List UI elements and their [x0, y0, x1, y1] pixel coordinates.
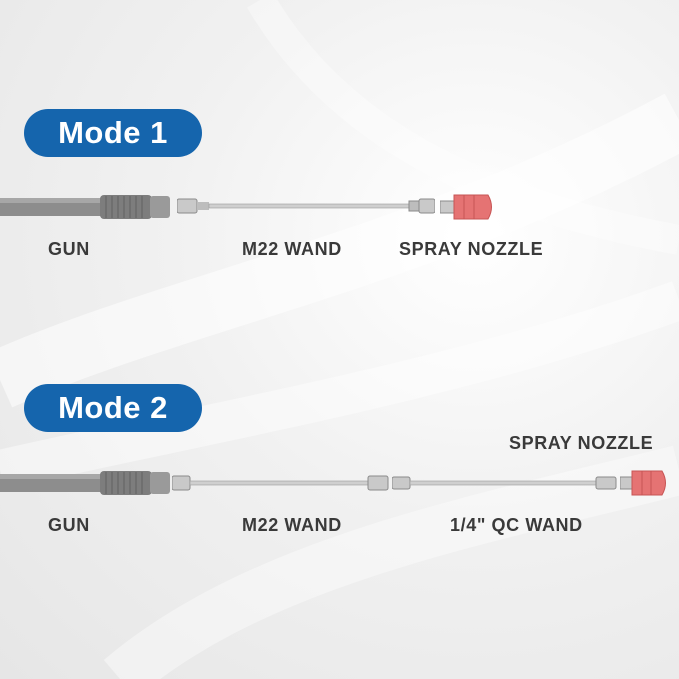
m22-wand-icon: [172, 475, 389, 491]
m22-wand-label: M22 WAND: [242, 239, 342, 259]
qc-wand-label: 1/4" QC WAND: [450, 515, 583, 535]
spray-nozzle-label: SPRAY NOZZLE: [509, 433, 654, 453]
gun-handle-icon: [0, 195, 170, 219]
spray-nozzle-label: SPRAY NOZZLE: [399, 239, 544, 259]
gun-label: GUN: [48, 515, 90, 535]
gun-handle-icon: [0, 471, 170, 495]
spray-nozzle-icon: [620, 470, 666, 496]
spray-nozzle-icon: [440, 194, 492, 220]
m22-wand-label: M22 WAND: [242, 515, 342, 535]
m22-wand-icon: [177, 198, 435, 214]
qc-wand-icon: [392, 476, 617, 490]
gun-label: GUN: [48, 239, 90, 259]
mode-2-badge: Mode 2: [24, 384, 202, 432]
mode-1-badge: Mode 1: [24, 109, 202, 157]
